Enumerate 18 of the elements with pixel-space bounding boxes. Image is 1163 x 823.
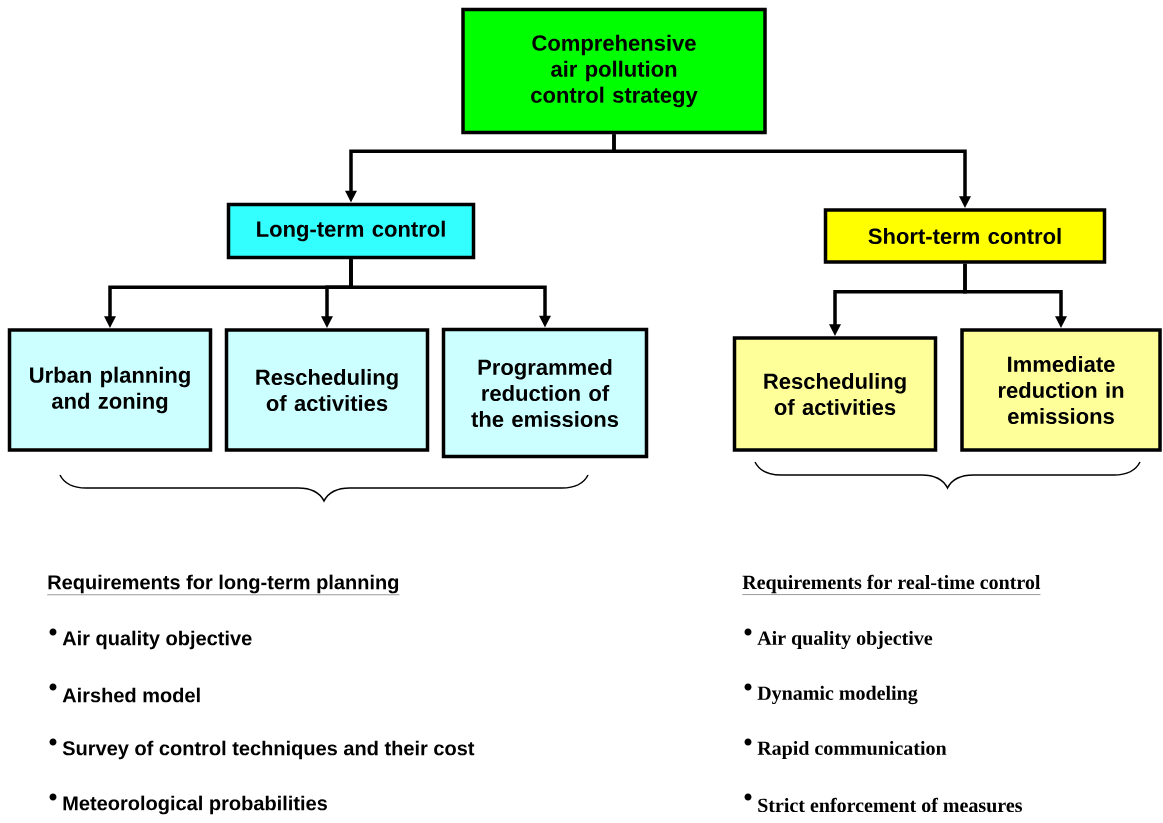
heading: Requirements for real-time control (742, 574, 1041, 595)
action-box: Rescheduling of activities (224, 328, 430, 452)
requirement-text: Airshed model (62, 687, 200, 703)
action-box: Rescheduling of activities (732, 336, 938, 452)
category-box: Long-term control (226, 202, 476, 260)
action-box: Urban planning and zoning (7, 328, 213, 452)
requirement-text: Meteorological probabilities (63, 795, 327, 815)
action-box: Immediate reduction in emissions (960, 328, 1162, 452)
requirement-text: Dynamic modeling (757, 685, 918, 705)
requirement-text: Survey of control techniques and their cost (62, 740, 475, 760)
requirement-text: Strict enforcement of measures (758, 797, 1022, 813)
requirement-text: Air quality objective (757, 630, 933, 650)
requirement-text: Air quality objective (62, 630, 252, 650)
strategy-box: Comprehensive air pollution control strategy (461, 7, 767, 135)
action-box: Programmed reduction of the emissions (441, 327, 649, 459)
requirement-text: Rapid communication (757, 740, 947, 760)
heading: Requirements for long-term planning (47, 574, 400, 595)
category-box: Short-term control (823, 208, 1107, 264)
